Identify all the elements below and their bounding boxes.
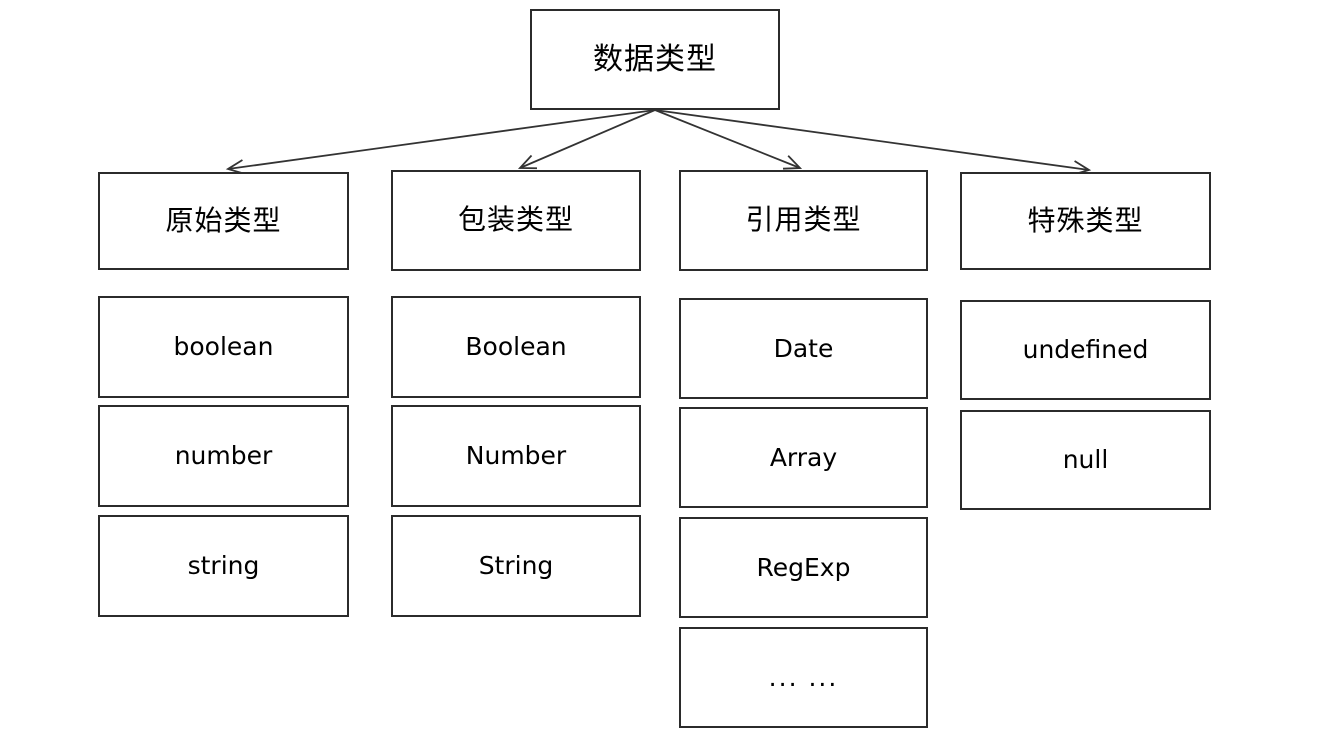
- node-leaf-number[interactable]: number: [98, 405, 349, 507]
- arrowhead-icon: [782, 155, 803, 170]
- node-leaf-item[interactable]: ... ...: [679, 627, 928, 728]
- node-leaf-label: Array: [769, 442, 838, 472]
- node-leaf-label: String: [478, 551, 554, 581]
- node-leaf-undefined[interactable]: undefined: [960, 300, 1211, 400]
- node-leaf-label: Boolean: [465, 332, 567, 362]
- node-leaf-label: Date: [773, 333, 834, 363]
- node-leaf-array[interactable]: Array: [679, 407, 928, 508]
- node-category-label: 引用类型: [745, 203, 862, 237]
- node-category-4[interactable]: 特殊类型: [960, 172, 1211, 270]
- arrow-to-category-1: [225, 109, 656, 175]
- node-leaf-string[interactable]: string: [98, 515, 349, 617]
- node-leaf-null[interactable]: null: [960, 410, 1211, 510]
- node-leaf-label: null: [1062, 445, 1109, 475]
- node-root-label: 数据类型: [593, 42, 717, 77]
- node-category-1[interactable]: 原始类型: [98, 172, 349, 270]
- node-leaf-label: undefined: [1022, 335, 1149, 365]
- arrow-to-category-2: [517, 109, 656, 170]
- node-leaf-label: Number: [465, 441, 567, 471]
- node-category-label: 包装类型: [457, 203, 574, 237]
- node-root-data-type[interactable]: 数据类型: [530, 9, 780, 110]
- node-leaf-label: boolean: [173, 332, 274, 362]
- node-leaf-boolean[interactable]: boolean: [98, 296, 349, 398]
- arrowhead-icon: [517, 154, 538, 170]
- arrow-to-category-4: [654, 109, 1092, 176]
- node-leaf-label: ... ...: [768, 662, 839, 692]
- node-category-3[interactable]: 引用类型: [679, 170, 928, 271]
- node-leaf-label: string: [187, 551, 260, 581]
- node-leaf-boolean[interactable]: Boolean: [391, 296, 641, 398]
- node-leaf-date[interactable]: Date: [679, 298, 928, 399]
- node-leaf-label: number: [174, 441, 273, 471]
- node-leaf-regexp[interactable]: RegExp: [679, 517, 928, 618]
- node-leaf-string[interactable]: String: [391, 515, 641, 617]
- node-leaf-number[interactable]: Number: [391, 405, 641, 507]
- node-category-2[interactable]: 包装类型: [391, 170, 641, 271]
- node-leaf-label: RegExp: [756, 552, 851, 582]
- node-category-label: 原始类型: [165, 203, 282, 237]
- node-category-label: 特殊类型: [1027, 203, 1144, 237]
- arrow-to-category-3: [654, 109, 803, 170]
